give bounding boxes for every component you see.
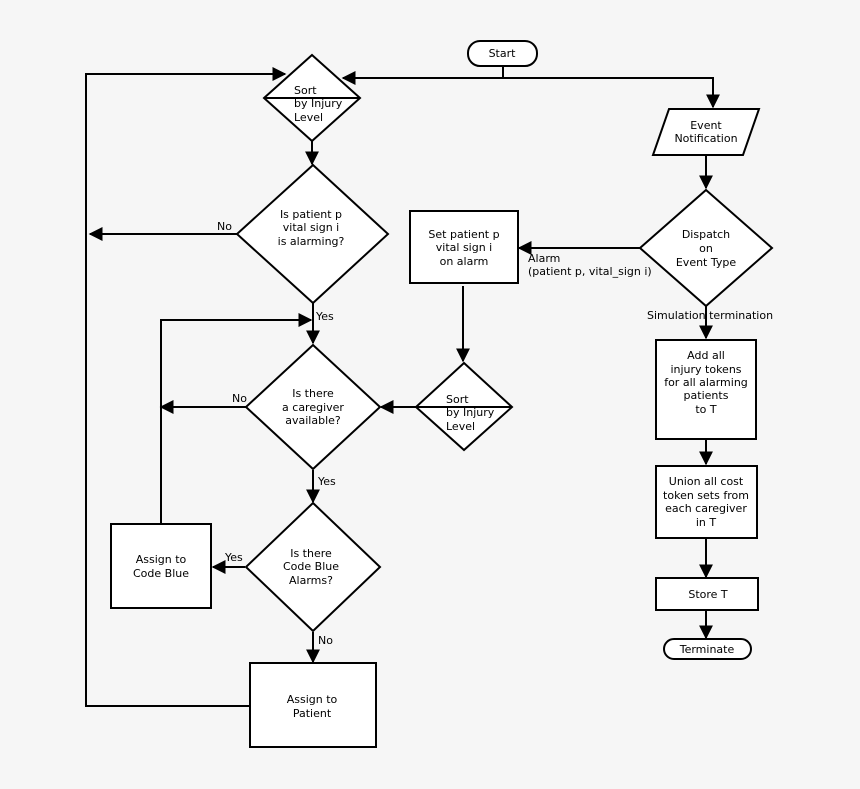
code-blue-check-line-3: Alarms?	[289, 574, 333, 587]
sort-top-line-1: Sort	[294, 84, 317, 97]
edge-loop-back	[85, 67, 287, 707]
code-blue-check-line-1: Is there	[290, 547, 332, 560]
add-tokens-line-5: to T	[695, 403, 717, 416]
terminate-label: Terminate	[679, 643, 735, 656]
vital-check-decision: Is patient p vital sign i is alarming?	[235, 163, 390, 305]
edge-start-to-event	[503, 77, 720, 109]
add-tokens-line-4: patients	[684, 389, 729, 402]
vital-check-line-2: vital sign i	[283, 221, 339, 234]
sort-top-node: Sort by Injury Level	[262, 53, 362, 143]
label-alarm-line-2: (patient p, vital_sign i)	[528, 265, 652, 278]
connectors	[85, 66, 720, 707]
sort-mid-line-2: by Injury	[446, 406, 495, 419]
terminate-node: Terminate	[663, 638, 752, 660]
code-blue-check-decision: Is there Code Blue Alarms?	[244, 501, 382, 633]
assign-patient-line-1: Assign to	[287, 693, 338, 706]
set-alarm-line-2: vital sign i	[436, 241, 492, 254]
store-label: Store T	[688, 588, 728, 601]
code-blue-check-line-2: Code Blue	[283, 560, 339, 573]
set-alarm-node: Set patient p vital sign i on alarm	[409, 210, 519, 284]
vital-check-line-1: Is patient p	[280, 208, 342, 221]
caregiver-check-line-1: Is there	[292, 387, 334, 400]
label-alarm-line-1: Alarm	[528, 252, 560, 265]
dispatch-line-3: Event Type	[676, 256, 737, 269]
assign-code-blue-node: Assign to Code Blue	[110, 523, 212, 609]
add-tokens-line-3: for all alarming	[664, 376, 748, 389]
caregiver-check-decision: Is there a caregiver available?	[244, 343, 382, 471]
sort-mid-line-1: Sort	[446, 393, 469, 406]
union-tokens-line-4: in T	[696, 516, 717, 529]
label-caregiver-yes: Yes	[317, 475, 336, 488]
label-caregiver-no: No	[232, 392, 247, 405]
assign-code-blue-line-1: Assign to	[136, 553, 187, 566]
union-tokens-node: Union all cost token sets from each care…	[655, 465, 758, 539]
dispatch-decision: Dispatch on Event Type	[638, 188, 774, 308]
assign-code-blue-line-2: Code Blue	[133, 567, 189, 580]
event-notification-node: Event Notification	[651, 108, 761, 156]
start-label: Start	[489, 47, 517, 60]
event-notification-line-2: Notification	[674, 132, 737, 145]
label-vital-yes: Yes	[315, 310, 334, 323]
event-notification-line-1: Event	[690, 119, 722, 132]
edge-codeblue-loop	[160, 313, 313, 523]
store-node: Store T	[655, 577, 759, 611]
edge-labels: No Yes No Yes Yes No Alarm (patient p, v…	[217, 220, 773, 647]
label-simulation-termination: Simulation termination	[647, 309, 773, 322]
label-vital-no: No	[217, 220, 232, 233]
caregiver-check-line-2: a caregiver	[282, 401, 344, 414]
assign-patient-node: Assign to Patient	[249, 662, 377, 748]
union-tokens-line-3: each caregiver	[665, 502, 747, 515]
sort-top-line-2: by Injury	[294, 97, 343, 110]
label-code-blue-yes: Yes	[224, 551, 243, 564]
set-alarm-line-3: on alarm	[440, 255, 489, 268]
vital-check-line-3: is alarming?	[278, 235, 345, 248]
set-alarm-line-1: Set patient p	[428, 228, 499, 241]
union-tokens-line-1: Union all cost	[669, 475, 744, 488]
dispatch-line-2: on	[699, 242, 713, 255]
sort-top-line-3: Level	[294, 111, 323, 124]
add-tokens-node: Add all injury tokens for all alarming p…	[655, 339, 757, 440]
caregiver-check-line-3: available?	[285, 414, 341, 427]
start-node: Start	[467, 40, 538, 67]
edge-start-to-sort	[341, 66, 504, 85]
sort-mid-line-3: Level	[446, 420, 475, 433]
add-tokens-line-1: Add all	[687, 349, 725, 362]
sort-mid-node: Sort by Injury Level	[414, 361, 514, 452]
assign-patient-line-2: Patient	[293, 707, 332, 720]
label-code-blue-no: No	[318, 634, 333, 647]
union-tokens-line-2: token sets from	[663, 489, 749, 502]
add-tokens-line-2: injury tokens	[670, 363, 741, 376]
dispatch-line-1: Dispatch	[682, 228, 730, 241]
